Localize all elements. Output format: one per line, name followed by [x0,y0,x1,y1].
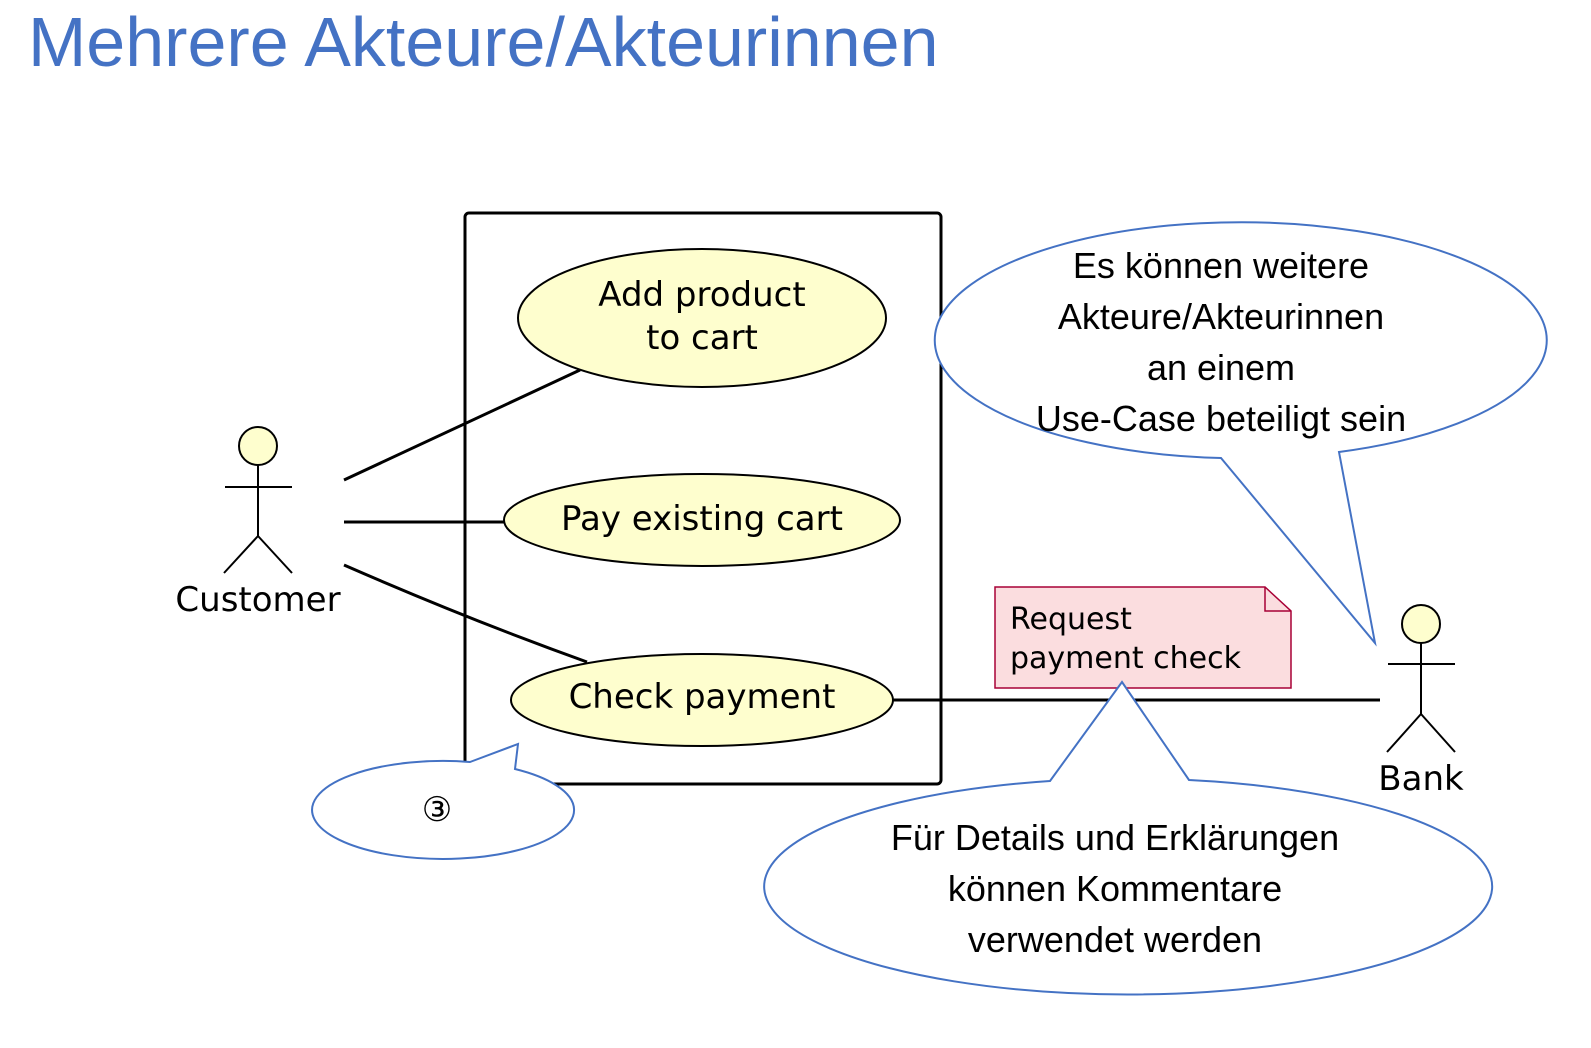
step-marker-number: ③ [422,790,452,830]
use-case-add-product[interactable]: Add product to cart [517,248,887,388]
actor-customer[interactable]: Customer [175,426,341,620]
actor-customer-leg-left [223,535,259,574]
callout-comment-hint-line-3: verwendet werden [968,919,1262,960]
actor-bank-leg-left [1386,713,1422,753]
actor-bank-head-icon [1401,604,1441,644]
note-shape [994,586,1292,689]
actor-bank[interactable]: Bank [1378,604,1464,799]
callout-comment-hint: Für Details und Erklärungen können Komme… [763,680,1494,996]
step-marker-callout-shape [311,742,576,860]
callout-actors-hint-shape [933,221,1548,647]
note-label-1: Request [1010,602,1132,637]
use-case-add-product-label-1: Add product [598,275,805,315]
callout-comment-hint-line-2: können Kommentare [948,868,1282,909]
association-customer-check-payment [343,563,588,664]
use-case-pay-cart-label: Pay existing cart [561,499,843,539]
use-case-check-payment-shape [510,653,894,747]
callout-actors-hint: Es können weitere Akteure/Akteurinnen an… [933,221,1548,647]
association-customer-add-product [343,368,581,482]
actor-customer-head-icon [238,426,278,466]
note-fold-corner [1264,587,1291,612]
system-boundary [463,211,943,786]
note-label-2: payment check [1010,641,1242,676]
use-case-pay-cart-shape [503,473,901,567]
slide-title: Mehrere Akteure/Akteurinnen [28,3,939,81]
use-case-check-payment-label: Check payment [569,677,836,717]
step-marker-callout: ③ [311,742,576,860]
callout-actors-hint-line-4: Use-Case beteiligt sein [1036,398,1406,439]
use-case-add-product-label-2: to cart [646,318,758,358]
actor-customer-label: Customer [175,580,340,620]
note-request-payment-check[interactable]: Request payment check [994,586,1292,689]
callout-actors-hint-line-2: Akteure/Akteurinnen [1058,296,1384,337]
use-case-pay-cart[interactable]: Pay existing cart [503,473,901,567]
callout-actors-hint-line-3: an einem [1147,347,1295,388]
actor-bank-label: Bank [1378,759,1464,799]
use-case-check-payment[interactable]: Check payment [510,653,894,747]
callout-comment-hint-shape [763,680,1494,996]
callout-actors-hint-line-1: Es können weitere [1073,245,1369,286]
callout-comment-hint-line-1: Für Details und Erklärungen [891,817,1339,858]
actor-bank-leg-right [1420,713,1456,753]
use-case-add-product-shape [517,248,887,388]
actor-customer-leg-right [257,535,293,574]
